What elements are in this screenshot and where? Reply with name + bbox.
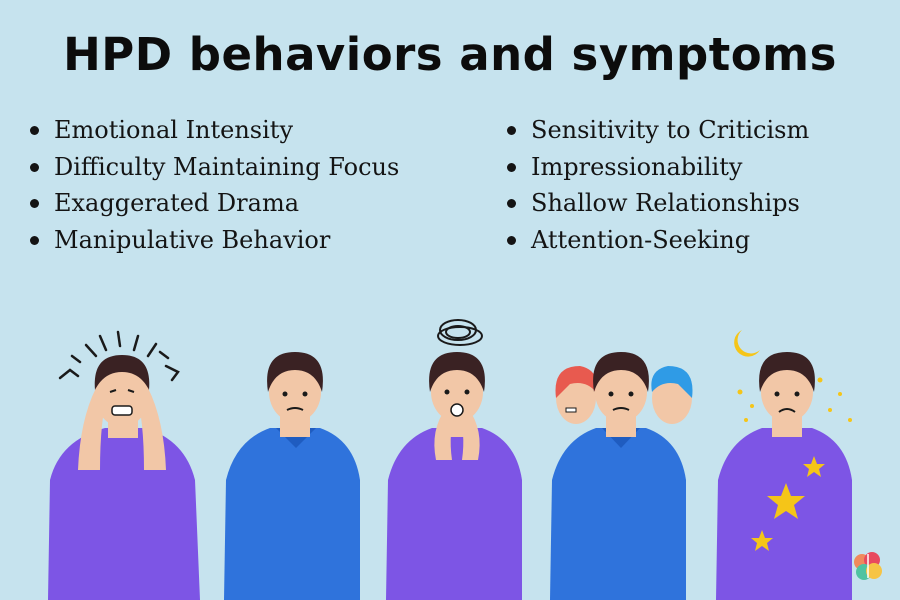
stressed-person-icon bbox=[48, 330, 200, 600]
symptom-list-right: Sensitivity to Criticism Impressionabili… bbox=[507, 112, 809, 258]
list-item: Emotional Intensity bbox=[30, 112, 399, 149]
list-item-label: Attention-Seeking bbox=[531, 225, 751, 254]
list-item: Difficulty Maintaining Focus bbox=[30, 149, 399, 186]
list-item: Exaggerated Drama bbox=[30, 185, 399, 222]
bullet-icon bbox=[507, 199, 516, 208]
brain-logo-icon bbox=[854, 552, 882, 580]
bullet-icon bbox=[30, 199, 39, 208]
list-item: Manipulative Behavior bbox=[30, 222, 399, 259]
list-item-label: Manipulative Behavior bbox=[54, 225, 331, 254]
conflicted-person-icon bbox=[550, 352, 693, 600]
anxious-person-icon bbox=[386, 319, 522, 600]
list-item-label: Difficulty Maintaining Focus bbox=[54, 152, 400, 181]
page-title: HPD behaviors and symptoms bbox=[63, 28, 837, 81]
list-item-label: Emotional Intensity bbox=[54, 116, 294, 144]
symptom-list-left: Emotional Intensity Difficulty Maintaini… bbox=[30, 112, 399, 258]
bullet-icon bbox=[30, 235, 39, 245]
list-item-label: Impressionability bbox=[531, 152, 743, 181]
list-item-label: Sensitivity to Criticism bbox=[531, 116, 810, 144]
list-item-label: Shallow Relationships bbox=[531, 189, 800, 217]
bullet-icon bbox=[507, 235, 516, 245]
bullet-icon bbox=[507, 126, 516, 135]
illustrations bbox=[48, 319, 852, 600]
bullet-icon bbox=[30, 126, 39, 135]
worried-person-icon bbox=[224, 352, 360, 600]
list-item: Attention-Seeking bbox=[507, 222, 809, 259]
bullet-icon bbox=[30, 162, 39, 172]
bullet-icon bbox=[507, 162, 516, 172]
list-item: Sensitivity to Criticism bbox=[507, 112, 809, 149]
list-item: Impressionability bbox=[507, 149, 809, 186]
list-item-label: Exaggerated Drama bbox=[54, 189, 300, 217]
list-item: Shallow Relationships bbox=[507, 185, 809, 222]
sad-person-icon bbox=[716, 330, 852, 600]
